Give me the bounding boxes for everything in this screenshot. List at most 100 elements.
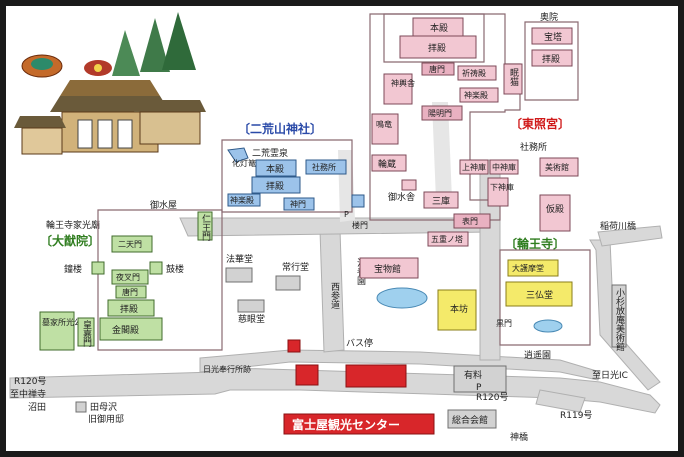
to-ic-label: 至日光IC	[592, 369, 628, 381]
taiyuin-area-title: 〔大猷院〕	[40, 233, 100, 248]
sanbutsudo[interactable]	[505, 281, 573, 307]
taiyuin-compound: 御水屋 仁王門 二天門 鐘楼 鼓楼 夜叉門 唐門 拝殿 金閣殿 墓家所光公 皇嘉…	[39, 199, 223, 351]
kitouden[interactable]	[457, 65, 497, 81]
hokkedo-label: 法華堂	[226, 253, 253, 265]
nakajinko[interactable]	[489, 159, 519, 175]
tamozawa-marker	[75, 401, 87, 413]
rinnoji-area-title: 〔輪王寺〕	[505, 236, 565, 251]
r120-right-label: R120号	[476, 392, 508, 403]
taiyuin-haiden[interactable]	[107, 299, 155, 317]
red-building-2[interactable]	[295, 364, 319, 386]
toshogu-karamon[interactable]	[421, 62, 455, 76]
gojuto-label: 五重ノ塔	[431, 234, 463, 244]
shinyosha[interactable]	[383, 73, 413, 105]
futarasan-shinmon[interactable]	[283, 197, 315, 211]
konkakuden-label: 金閣殿	[112, 324, 139, 336]
koro[interactable]	[149, 261, 163, 275]
futarasan-shamusho[interactable]	[305, 159, 347, 175]
kokamon-label: 皇嘉門	[81, 319, 92, 348]
okuin-haiden[interactable]	[531, 49, 573, 67]
toshogu-haiden[interactable]	[399, 35, 477, 59]
futarasan-romon[interactable]	[351, 194, 365, 208]
sogokaikan-label: 総合会館	[452, 414, 488, 426]
homotsukan[interactable]	[359, 257, 419, 279]
kitouden-label: 祈祷殿	[462, 68, 486, 78]
other-places: 法華堂 常行堂 慈眼堂 西参道 浩養園 宝物館 本坊 バス停 日光奉行所跡 R1…	[10, 220, 636, 443]
futarasan-haiden[interactable]	[251, 176, 301, 194]
bijutsukan[interactable]	[539, 157, 579, 177]
shimojinko[interactable]	[487, 177, 509, 207]
omotemon[interactable]	[453, 213, 491, 229]
kezoto-pond	[227, 147, 249, 163]
rinnoji-compound: 大護摩堂 三仏堂 黒門 逍遥園	[496, 249, 591, 361]
sankura[interactable]	[423, 191, 459, 209]
futarasan-shinmon-label: 神門	[290, 199, 306, 209]
karitono[interactable]	[539, 194, 571, 232]
hokkedo[interactable]	[225, 267, 253, 283]
bijutsukan-label: 美術館	[545, 162, 569, 172]
honbo[interactable]	[437, 289, 477, 331]
futarasan-honden[interactable]	[255, 159, 297, 177]
taiyuin-karamon[interactable]	[115, 285, 147, 299]
karitono-label: 仮殿	[546, 203, 564, 215]
okuin-haiden-label: 拝殿	[542, 53, 560, 65]
hoto[interactable]	[531, 27, 573, 45]
honbo-label: 本坊	[450, 303, 468, 315]
numata-label: 沼田	[28, 402, 46, 413]
kokamon[interactable]	[77, 317, 95, 347]
futarasan-haiden-label: 拝殿	[266, 180, 284, 192]
shimojinko-label: 下神庫	[490, 182, 514, 192]
niomon-label: 仁王門	[200, 213, 211, 242]
shinkyo-label: 神橋	[510, 431, 528, 443]
toshogu-honden-label: 本殿	[430, 22, 448, 34]
toshogu-kaguraden[interactable]	[459, 87, 499, 103]
gojuto[interactable]	[427, 231, 469, 247]
toshogu-haiden-label: 拝殿	[428, 42, 446, 54]
jogyodo-label: 常行堂	[282, 261, 309, 273]
yashamon[interactable]	[111, 269, 149, 285]
r120-left-label: R120号	[14, 376, 46, 387]
omizuya[interactable]	[401, 179, 417, 191]
futarasan-honden-label: 本殿	[266, 163, 284, 175]
nakiryu[interactable]	[371, 113, 399, 145]
daigomado[interactable]	[507, 259, 559, 277]
kamijinko[interactable]	[459, 159, 489, 175]
taiyuin-omizuya-label: 御水屋	[150, 199, 177, 211]
omotemon-label: 表門	[462, 216, 478, 226]
hoto-label: 宝塔	[544, 31, 562, 43]
okuin-area: 奥院 宝塔 拝殿	[524, 11, 579, 101]
shoro[interactable]	[91, 261, 105, 275]
tamozawa-label: 田母沢	[90, 401, 117, 413]
yomeimon[interactable]	[421, 105, 463, 121]
nitenmon[interactable]	[111, 235, 153, 253]
r119-label: R119号	[560, 410, 592, 421]
jogyodo[interactable]	[275, 275, 301, 291]
kuromon-label: 黒門	[496, 319, 512, 328]
red-building-1[interactable]	[287, 339, 301, 353]
rinzo[interactable]	[371, 154, 407, 172]
yuryo-label: 有料	[464, 369, 482, 381]
daigomado-label: 大護摩堂	[512, 263, 544, 273]
pond	[376, 287, 563, 333]
parking-building[interactable]	[453, 365, 507, 393]
fujiya-center-box[interactable]	[283, 413, 435, 435]
nemuri-neko[interactable]	[503, 63, 523, 95]
parking-label: P	[476, 383, 482, 393]
kosugi-museum[interactable]	[611, 284, 627, 348]
jigendo[interactable]	[237, 299, 265, 313]
niomon[interactable]	[197, 211, 213, 241]
bus-stop-label: バス停	[346, 337, 373, 349]
taiyuin-haiden-label: 拝殿	[120, 303, 138, 315]
bokemyoko[interactable]	[39, 311, 75, 351]
konkakuden[interactable]	[99, 317, 163, 341]
kezoto-label: 化灯篭	[232, 158, 256, 168]
futarasan-romon-label: 楼門	[352, 220, 368, 230]
futarasan-kaguraden[interactable]	[227, 193, 261, 207]
nemuri-neko-label: 眠猫	[508, 68, 519, 87]
toshogu-compound: 本殿 拝殿 唐門 祈祷殿 眠猫 神輿舎 神楽殿 陽明門 鳴竜 輪蔵 御水舎 三庫	[369, 13, 579, 247]
taiyuin-subtitle: 輪王寺家光廟	[46, 219, 100, 231]
sogokaikan[interactable]	[447, 409, 497, 429]
nakiryu-label: 鳴竜	[376, 119, 392, 129]
red-building-3[interactable]	[345, 364, 407, 388]
